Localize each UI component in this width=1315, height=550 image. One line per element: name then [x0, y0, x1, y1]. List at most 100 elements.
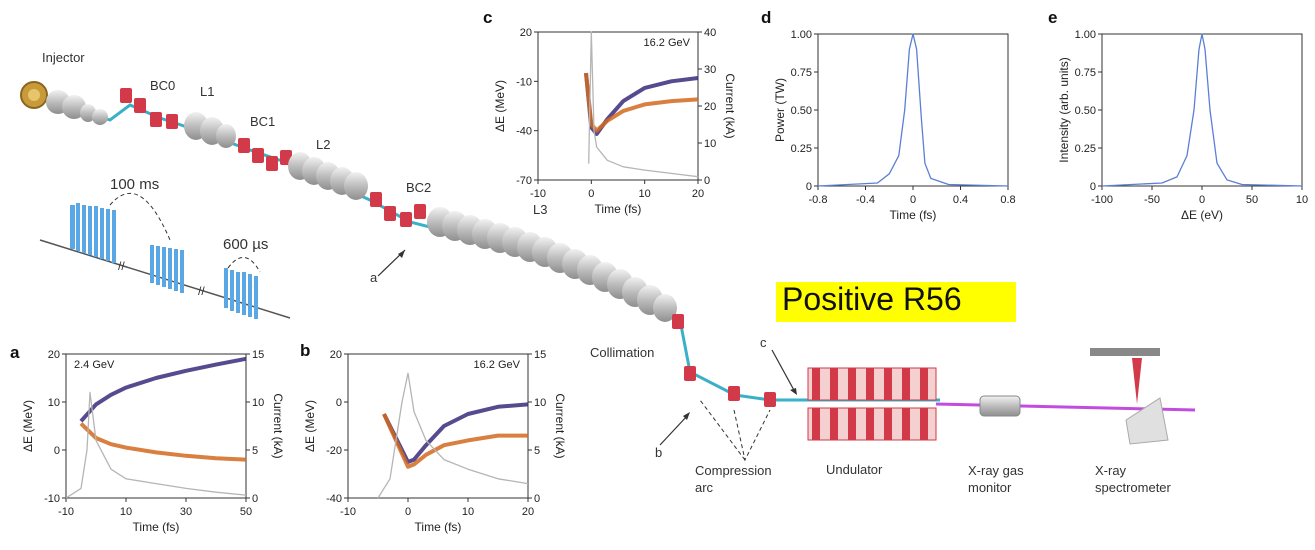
- series-line: [382, 413, 528, 469]
- x-axis-label: Time (fs): [595, 202, 642, 216]
- plot-frame: [817, 33, 1009, 187]
- x-tick-label: 0: [910, 194, 916, 206]
- marker-b: b: [655, 445, 663, 460]
- cavities-l0: [46, 90, 108, 125]
- x-tick-label: 10: [1296, 194, 1308, 206]
- x-axis-label: Time (fs): [890, 208, 937, 222]
- panel-letter-c: c: [483, 8, 493, 27]
- y-tick-label: 0.25: [791, 143, 812, 155]
- x-tick-label: -10: [530, 188, 546, 200]
- y2-tick-label: 40: [704, 27, 716, 39]
- y-tick-label: 1.00: [791, 29, 812, 41]
- x-tick-label: 10: [639, 188, 651, 200]
- label-l1: L1: [200, 84, 215, 99]
- cavities-l1: [184, 112, 236, 148]
- collimation-magnets: [672, 314, 776, 407]
- x-tick-label: 0: [1199, 194, 1205, 206]
- y-tick-label: -40: [516, 126, 532, 138]
- plot-frame: [65, 353, 247, 499]
- x-tick-label: 20: [522, 506, 534, 518]
- x-tick-label: 10: [120, 506, 132, 518]
- y2-tick-label: 20: [704, 101, 716, 113]
- y-tick-label: 20: [520, 27, 532, 39]
- label-bc0: BC0: [150, 78, 176, 93]
- label-l2: L2: [316, 137, 331, 152]
- timing-100ms: 100 ms: [110, 176, 160, 193]
- y2-tick-label: 0: [704, 175, 710, 187]
- label-gas-monitor: X-ray gas monitor: [968, 463, 1024, 495]
- y2-tick-label: 15: [534, 349, 546, 361]
- panel-letter-b: b: [300, 341, 311, 360]
- cavities-l3: [427, 207, 677, 322]
- marker-a: a: [370, 270, 378, 285]
- label-compression-arc: Compression arc: [695, 463, 772, 495]
- energy-annotation: 2.4 GeV: [74, 359, 115, 371]
- x-tick-label: 0.8: [1000, 194, 1015, 206]
- y-tick-label: 0.50: [1075, 105, 1096, 117]
- x-tick-label: 50: [1246, 194, 1258, 206]
- timing-600us: 600 µs: [223, 236, 269, 253]
- spectrometer-device: [1090, 348, 1169, 445]
- x-axis-label: Time (fs): [415, 520, 462, 534]
- x-tick-label: 20: [692, 188, 704, 200]
- y-tick-label: -10: [516, 76, 532, 88]
- y2-tick-label: 30: [704, 64, 716, 76]
- y2-axis-label: Current (kA): [723, 73, 737, 138]
- plot-frame: [347, 353, 529, 499]
- y-tick-label: -70: [516, 175, 532, 187]
- label-undulator: Undulator: [826, 462, 883, 477]
- panel-letter-a: a: [10, 343, 20, 362]
- y-tick-label: 20: [330, 349, 342, 361]
- label-bc1: BC1: [250, 114, 276, 129]
- y-axis-label: ΔE (MeV): [493, 80, 507, 132]
- pulse-train: // //: [39, 192, 291, 319]
- svg-text://: //: [198, 284, 205, 298]
- gas-monitor: [979, 395, 1021, 417]
- label-l3: L3: [533, 202, 548, 217]
- y-tick-label: 0.25: [1075, 143, 1096, 155]
- label-injector: Injector: [42, 50, 85, 65]
- svg-text://: //: [118, 259, 125, 273]
- bc0-magnets: [120, 88, 178, 129]
- y-tick-label: -40: [326, 493, 342, 505]
- energy-annotation: 16.2 GeV: [474, 359, 521, 371]
- x-tick-label: -0.4: [856, 194, 875, 206]
- undulator-block: [807, 367, 937, 441]
- x-tick-label: 50: [240, 506, 252, 518]
- series-line: [79, 422, 247, 462]
- x-tick-label: -100: [1091, 194, 1113, 206]
- series-line: [65, 391, 247, 499]
- y2-tick-label: 15: [252, 349, 264, 361]
- y-tick-label: 0: [806, 181, 812, 193]
- x-tick-label: 30: [180, 506, 192, 518]
- y2-tick-label: 5: [534, 445, 540, 457]
- x-tick-label: 0: [588, 188, 594, 200]
- y-tick-label: 0: [54, 445, 60, 457]
- y2-axis-label: Current (kA): [553, 393, 567, 458]
- y-tick-label: 0.50: [791, 105, 812, 117]
- label-collimation: Collimation: [590, 345, 655, 360]
- series-line: [377, 372, 529, 499]
- label-spectrometer: X-ray spectrometer: [1095, 463, 1171, 495]
- x-tick-label: 10: [462, 506, 474, 518]
- x-tick-label: 0: [405, 506, 411, 518]
- label-bc2: BC2: [406, 180, 432, 195]
- x-tick-label: -50: [1144, 194, 1160, 206]
- panel-letter-d: d: [761, 8, 772, 27]
- y-tick-label: 0: [336, 397, 342, 409]
- y-tick-label: 0.75: [791, 67, 812, 79]
- y-tick-label: -10: [44, 493, 60, 505]
- y-tick-label: -20: [326, 445, 342, 457]
- series-line: [817, 33, 1009, 187]
- cavities-l2: [288, 152, 368, 200]
- panel-letter-e: e: [1048, 8, 1058, 27]
- series-line: [588, 31, 699, 178]
- positive-r56-highlight: [776, 282, 1016, 322]
- series-line: [584, 72, 699, 133]
- y-tick-label: 0: [1090, 181, 1096, 193]
- y-axis-label: Intensity (arb. units): [1057, 57, 1071, 162]
